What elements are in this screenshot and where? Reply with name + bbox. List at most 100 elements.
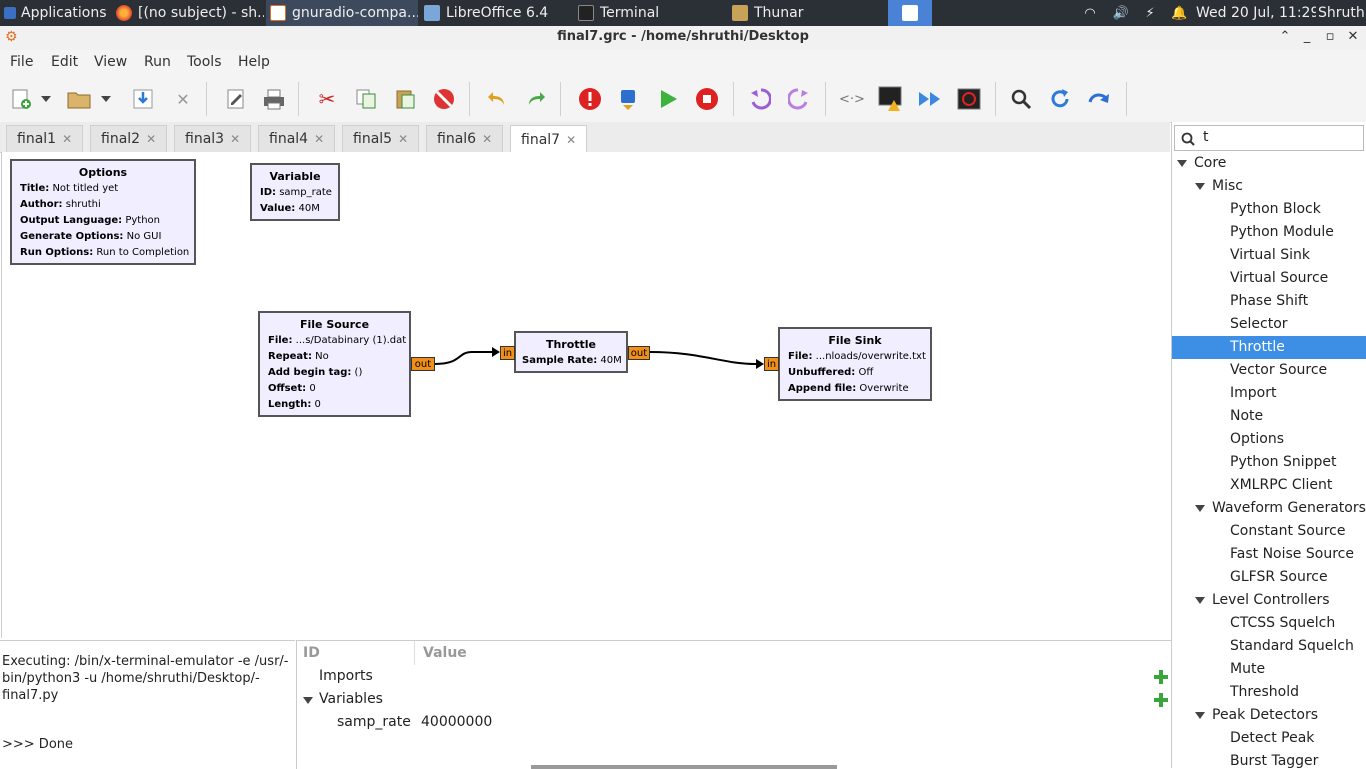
tree-item[interactable]: Selector <box>1172 313 1366 336</box>
tree-item[interactable]: Phase Shift <box>1172 290 1366 313</box>
tab-final1[interactable]: final1✕ <box>6 125 84 152</box>
open-folder-icon[interactable] <box>66 86 92 112</box>
tree-item[interactable]: Vector Source <box>1172 359 1366 382</box>
taskbar-window-thunar[interactable]: Thunar <box>728 0 880 26</box>
tab-final6[interactable]: final6✕ <box>426 125 504 152</box>
tree-item[interactable]: Virtual Sink <box>1172 244 1366 267</box>
expand-triangle-icon[interactable] <box>303 697 313 704</box>
taskbar-window-libreoffice[interactable]: LibreOffice 6.4 <box>420 0 572 26</box>
terminal-warning-icon[interactable] <box>878 86 904 112</box>
tree-item[interactable]: Note <box>1172 405 1366 428</box>
taskbar-window-gnuradio[interactable]: gnuradio-compa... <box>266 0 418 26</box>
column-header-value[interactable]: Value <box>423 645 467 661</box>
close-icon[interactable]: ✕ <box>176 89 190 109</box>
chevron-down-icon[interactable] <box>98 86 114 112</box>
tree-item[interactable]: XMLRPC Client <box>1172 474 1366 497</box>
connection-source-throttle[interactable] <box>434 351 492 365</box>
print-icon[interactable] <box>261 86 287 112</box>
options-block[interactable]: Options Title: Not titled yet Author: sh… <box>10 159 196 265</box>
tree-item[interactable]: CTCSS Squelch <box>1172 612 1366 635</box>
tree-item[interactable]: Python Module <box>1172 221 1366 244</box>
applications-menu[interactable]: Applications ☰ <box>0 0 110 26</box>
horizontal-scrollbar[interactable] <box>531 765 837 769</box>
paste-icon[interactable] <box>392 86 418 112</box>
new-file-icon[interactable] <box>8 86 34 112</box>
expand-triangle-icon[interactable] <box>1195 183 1205 190</box>
throttle-out-port[interactable]: out <box>628 346 650 360</box>
search-input[interactable]: t <box>1203 129 1209 145</box>
tree-item[interactable]: GLFSR Source <box>1172 566 1366 589</box>
maximize-icon[interactable]: ▫ <box>1325 29 1335 44</box>
add-variable-icon[interactable] <box>1154 693 1168 707</box>
copy-icon[interactable] <box>353 86 379 112</box>
chevron-up-icon[interactable]: ⌃ <box>1279 29 1291 44</box>
clock[interactable]: Wed 20 Jul, 11:29 <box>1196 0 1316 26</box>
expand-triangle-icon[interactable] <box>1195 505 1205 512</box>
add-import-icon[interactable] <box>1154 670 1168 684</box>
tree-item[interactable]: Mute <box>1172 658 1366 681</box>
tree-item[interactable]: Level Controllers <box>1172 589 1366 612</box>
tree-item[interactable]: Python Block <box>1172 198 1366 221</box>
tree-item[interactable]: Threshold <box>1172 681 1366 704</box>
taskbar-launcher-gnuradio[interactable] <box>888 0 932 26</box>
file-sink-in-port[interactable]: in <box>764 357 779 371</box>
block-search-field[interactable]: t <box>1174 125 1364 151</box>
redo-arrow-icon[interactable] <box>1086 86 1112 112</box>
taskbar-window-firefox[interactable]: [(no subject) - sh... <box>112 0 264 26</box>
power-icon[interactable]: ⚡ <box>1145 5 1155 21</box>
tree-item[interactable]: Detect Peak <box>1172 727 1366 750</box>
menu-run[interactable]: Run <box>144 54 171 70</box>
close-tab-icon[interactable]: ✕ <box>314 132 325 146</box>
variable-value[interactable]: 40000000 <box>421 714 493 730</box>
file-source-block[interactable]: File Source File: ...s/Databinary (1).da… <box>258 311 411 417</box>
expand-triangle-icon[interactable] <box>1195 712 1205 719</box>
notification-bell-icon[interactable]: 🔔 <box>1171 5 1188 21</box>
menu-help[interactable]: Help <box>238 54 270 70</box>
expand-triangle-icon[interactable] <box>1195 597 1205 604</box>
kill-terminal-icon[interactable] <box>956 86 982 112</box>
tree-item[interactable]: Import <box>1172 382 1366 405</box>
redo-icon[interactable] <box>523 86 549 112</box>
reload-icon[interactable] <box>1047 86 1073 112</box>
close-tab-icon[interactable]: ✕ <box>482 132 493 146</box>
tab-final4[interactable]: final4✕ <box>258 125 336 152</box>
tree-item[interactable]: Standard Squelch <box>1172 635 1366 658</box>
throttle-in-port[interactable]: in <box>500 346 515 360</box>
flowgraph-canvas[interactable]: Options Title: Not titled yet Author: sh… <box>1 152 1170 638</box>
tree-item[interactable]: Fast Noise Source <box>1172 543 1366 566</box>
tab-final7[interactable]: final7✕ <box>510 125 588 153</box>
delete-icon[interactable] <box>431 86 457 112</box>
tab-final3[interactable]: final3✕ <box>174 125 252 152</box>
connection-throttle-sink[interactable] <box>649 351 757 365</box>
tree-item[interactable]: Options <box>1172 428 1366 451</box>
connection-icon[interactable]: <·> <box>839 91 865 107</box>
tree-item[interactable]: Constant Source <box>1172 520 1366 543</box>
menu-file[interactable]: File <box>10 54 34 70</box>
tab-final5[interactable]: final5✕ <box>342 125 420 152</box>
search-icon[interactable] <box>1008 86 1034 112</box>
edit-properties-icon[interactable] <box>223 86 249 112</box>
close-tab-icon[interactable]: ✕ <box>398 132 409 146</box>
generate-icon[interactable] <box>615 86 641 112</box>
fast-forward-icon[interactable] <box>917 86 943 112</box>
close-tab-icon[interactable]: ✕ <box>146 132 157 146</box>
close-icon[interactable]: ✕ <box>1347 29 1359 44</box>
rotate-right-icon[interactable] <box>786 86 812 112</box>
save-icon[interactable] <box>130 86 156 112</box>
tree-item[interactable]: Peak Detectors <box>1172 704 1366 727</box>
file-source-out-port[interactable]: out <box>411 357 435 371</box>
error-icon[interactable] <box>577 86 603 112</box>
variables-row[interactable]: Variables <box>319 691 383 707</box>
close-tab-icon[interactable]: ✕ <box>566 132 577 147</box>
rotate-left-icon[interactable] <box>747 86 773 112</box>
tree-item[interactable]: Waveform Generators <box>1172 497 1366 520</box>
undo-icon[interactable] <box>484 86 510 112</box>
stop-icon[interactable] <box>694 86 720 112</box>
tree-item[interactable]: Burst Tagger <box>1172 750 1366 768</box>
user-menu[interactable]: Shruthi <box>1318 0 1366 26</box>
close-tab-icon[interactable]: ✕ <box>62 132 73 146</box>
expand-triangle-icon[interactable] <box>1177 160 1187 167</box>
volume-icon[interactable]: 🔊 <box>1112 5 1129 21</box>
minimize-icon[interactable]: _ <box>1303 29 1311 44</box>
tree-item[interactable]: Misc <box>1172 175 1366 198</box>
